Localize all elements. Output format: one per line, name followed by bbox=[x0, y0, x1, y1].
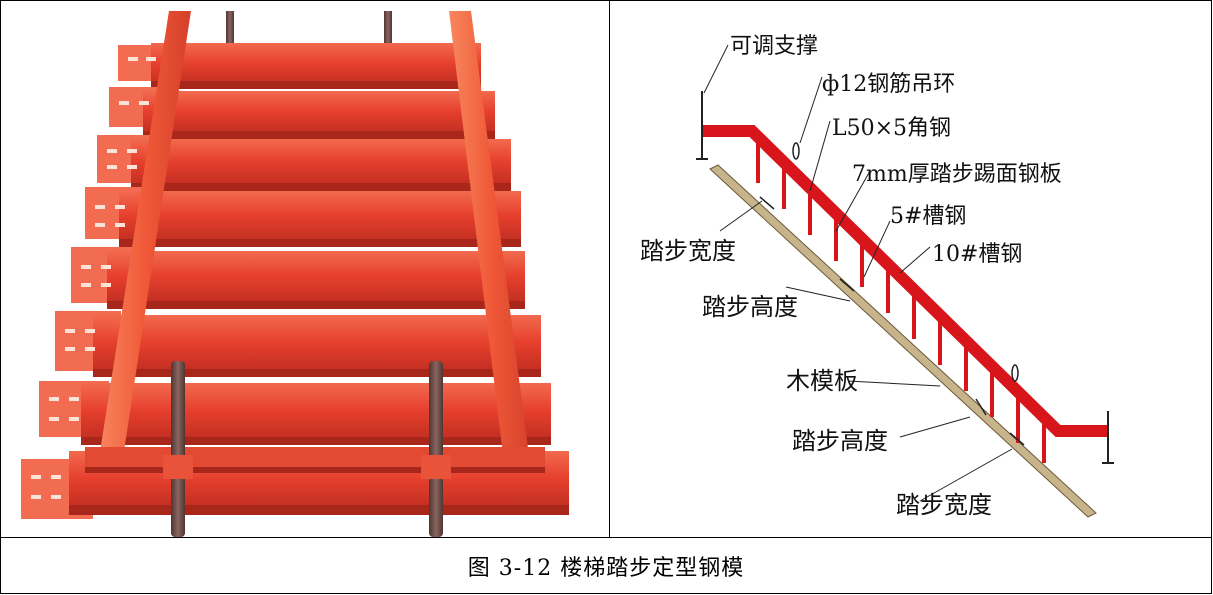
label-timber-formwork: 木模板 bbox=[786, 367, 858, 395]
label-channel-5: 5#槽钢 bbox=[890, 204, 966, 229]
caption-text: 图 3-12 楼梯踏步定型钢模 bbox=[467, 556, 745, 581]
formwork-3d-render bbox=[1, 1, 609, 537]
label-tread-height-lower: 踏步高度 bbox=[792, 427, 888, 455]
hanger-bar-front bbox=[171, 361, 185, 537]
formwork-3d-svg bbox=[21, 11, 569, 537]
label-tread-width-lower: 踏步宽度 bbox=[896, 491, 992, 519]
timber-board bbox=[709, 164, 1097, 518]
label-angle-steel: L50×5角钢 bbox=[832, 116, 951, 141]
label-channel-10: 10#槽钢 bbox=[932, 242, 1022, 267]
hanger-bar bbox=[384, 11, 392, 51]
leader-lines bbox=[703, 44, 1013, 502]
dimension-ticks bbox=[759, 196, 1025, 446]
side-plate-slots bbox=[31, 57, 156, 499]
label-lifting-ring: ф12钢筋吊环 bbox=[822, 72, 955, 97]
formwork-diagram: 可调支撑 ф12钢筋吊环 L50×5角钢 7mm厚踏步踢面钢板 5#槽钢 10#… bbox=[610, 1, 1211, 537]
column-divider bbox=[609, 0, 610, 538]
lifting-rings bbox=[792, 142, 1019, 382]
label-tread-width-upper: 踏步宽度 bbox=[640, 237, 736, 265]
channel-10-stringer bbox=[702, 125, 1108, 437]
hanger-bar bbox=[226, 11, 234, 51]
step bbox=[71, 247, 525, 309]
step-plates bbox=[756, 137, 1046, 463]
row-divider bbox=[0, 537, 1212, 538]
figure-caption: 图 3-12 楼梯踏步定型钢模 bbox=[0, 538, 1212, 594]
hanger-bar-front bbox=[429, 361, 443, 537]
bottom-beam bbox=[85, 447, 545, 469]
formwork-diagram-svg: 可调支撑 ф12钢筋吊环 L50×5角钢 7mm厚踏步踢面钢板 5#槽钢 10#… bbox=[640, 34, 1114, 519]
label-adjustable-support: 可调支撑 bbox=[730, 34, 818, 59]
right-stringer bbox=[449, 11, 531, 471]
label-tread-plate: 7mm厚踏步踢面钢板 bbox=[852, 162, 1062, 187]
left-stringer bbox=[97, 11, 191, 471]
step bbox=[39, 381, 551, 445]
step bbox=[55, 311, 541, 377]
label-tread-height-upper: 踏步高度 bbox=[702, 293, 798, 321]
